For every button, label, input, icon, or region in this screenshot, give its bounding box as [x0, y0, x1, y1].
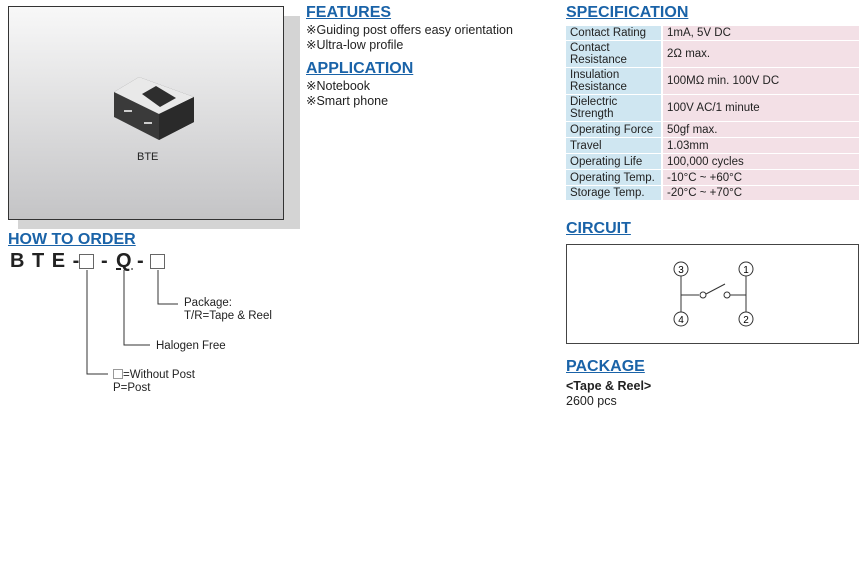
spec-value: 50gf max.	[663, 122, 859, 137]
how-to-order-heading: HOW TO ORDER	[8, 231, 136, 248]
order-dash: -	[137, 250, 145, 272]
spec-label: Travel	[566, 138, 663, 153]
pin-2: 2	[743, 315, 749, 326]
circuit-heading: CIRCUIT	[566, 220, 631, 237]
package-option: Package: T/R=Tape & Reel	[184, 297, 272, 323]
product-caption: BTE	[137, 151, 159, 163]
spec-label: Operating Force	[566, 122, 663, 137]
spec-label: Dielectric Strength	[566, 95, 663, 121]
spec-label: Contact Resistance	[566, 41, 663, 67]
product-photo: BTE	[8, 6, 284, 220]
order-code-q: Q	[116, 250, 133, 272]
pin-4: 4	[678, 315, 684, 326]
spec-label: Operating Temp.	[566, 170, 663, 185]
halogen-free-label: Halogen Free	[156, 340, 226, 352]
spec-value: -10°C ~ +60°C	[663, 170, 859, 185]
spec-label: Insulation Resistance	[566, 68, 663, 94]
application-list: ※Notebook ※Smart phone	[306, 79, 388, 109]
package-option-label: Package:	[184, 297, 232, 309]
pin-3: 3	[678, 265, 684, 276]
spec-value: 2Ω max.	[663, 41, 859, 67]
specification-heading: SPECIFICATION	[566, 4, 689, 21]
switch-image	[114, 77, 194, 140]
post-option: =Without Post P=Post	[113, 369, 195, 395]
spec-value: 100V AC/1 minute	[663, 95, 859, 121]
features-heading: FEATURES	[306, 4, 392, 21]
post-with-label: P=Post	[113, 382, 151, 394]
order-leader-lines	[86, 270, 178, 375]
post-without-label: =Without Post	[123, 369, 195, 381]
order-code-prefix: B T E -	[10, 250, 81, 272]
application-item: ※Smart phone	[306, 94, 389, 108]
package-option-value: T/R=Tape & Reel	[184, 310, 272, 322]
spec-label: Contact Rating	[566, 26, 663, 40]
application-item: ※Notebook	[306, 79, 370, 93]
spec-value: 100,000 cycles	[663, 154, 859, 169]
package-quantity: 2600 pcs	[566, 394, 617, 408]
spec-label: Operating Life	[566, 154, 663, 169]
order-dash: -	[101, 250, 109, 272]
blank-box-icon	[113, 369, 123, 379]
feature-item: ※Guiding post offers easy orientation	[306, 23, 513, 37]
option-box-post	[79, 254, 94, 269]
spec-value: -20°C ~ +70°C	[663, 186, 859, 200]
spec-value: 1mA, 5V DC	[663, 26, 859, 40]
spec-label: Storage Temp.	[566, 186, 663, 200]
package-type: <Tape & Reel>	[566, 379, 652, 393]
option-box-package	[150, 254, 165, 269]
pin-1: 1	[743, 265, 749, 276]
feature-item: ※Ultra-low profile	[306, 38, 404, 52]
spec-row: Storage Temp.-20°C ~ +70°C	[566, 186, 859, 200]
application-heading: APPLICATION	[306, 60, 414, 77]
spec-row: Operating Temp.-10°C ~ +60°C	[566, 170, 859, 185]
circuit-diagram: 3 1 4 2	[566, 244, 859, 344]
features-list: ※Guiding post offers easy orientation ※U…	[306, 23, 513, 53]
spec-value: 100MΩ min. 100V DC	[663, 68, 859, 94]
circuit-schematic: 3 1 4 2	[673, 261, 754, 327]
package-heading: PACKAGE	[566, 358, 645, 375]
spec-value: 1.03mm	[663, 138, 859, 153]
